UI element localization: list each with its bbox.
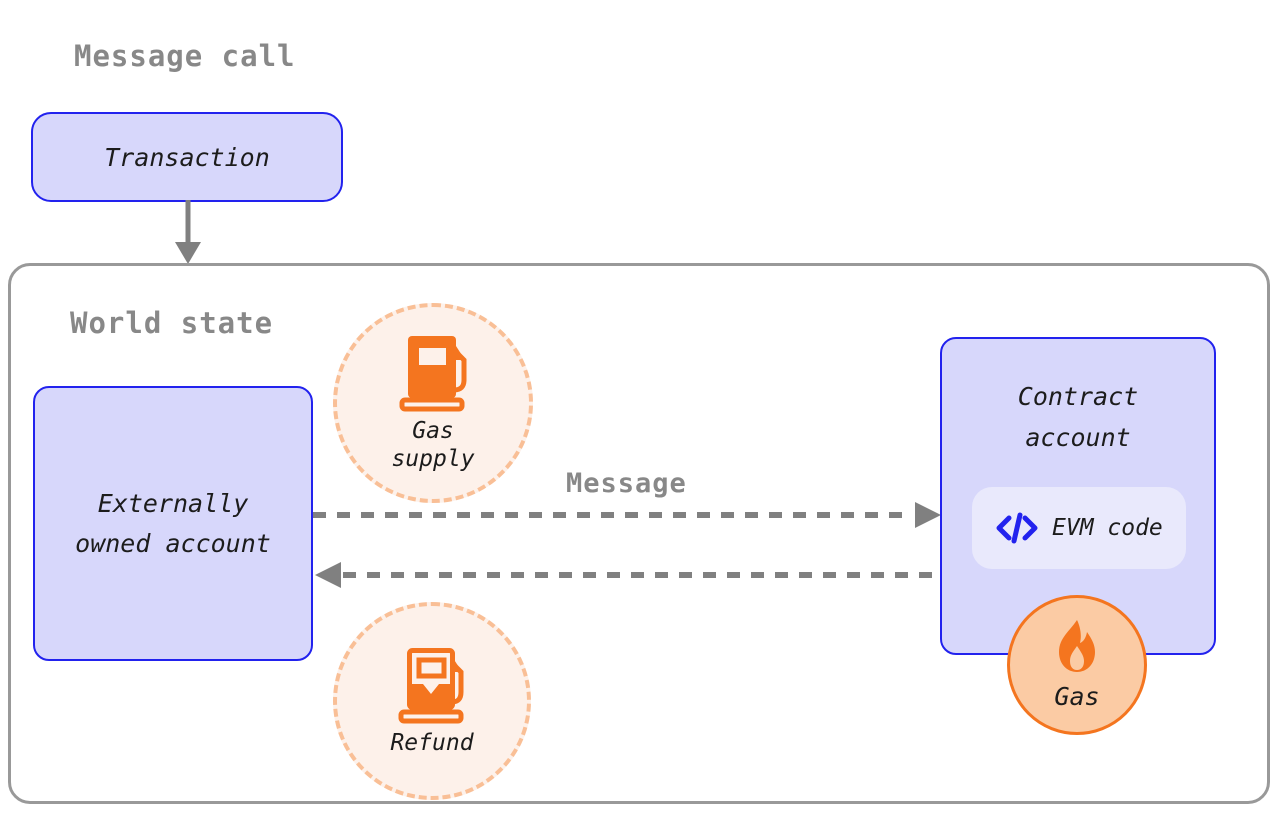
gas-pump-partial-icon	[398, 648, 464, 724]
eoa-label-line1: Externally	[97, 488, 249, 518]
contract-account-node[interactable]: Contract account EVM code	[940, 337, 1216, 655]
message-arrow-label: Message	[566, 468, 687, 499]
page-title: Message call	[74, 39, 296, 73]
code-brackets-icon	[996, 512, 1038, 544]
transaction-node[interactable]: Transaction	[31, 112, 343, 202]
gas-badge-caption-line1: Gas	[1054, 682, 1100, 711]
gas-supply-badge[interactable]: Gas supply	[333, 303, 533, 503]
message-arrow-return	[315, 562, 943, 588]
contract-label-line2: account	[1025, 422, 1131, 452]
gas-badge[interactable]: Gas	[1007, 595, 1147, 735]
contract-label-line1: Contract	[1017, 382, 1139, 411]
eoa-node-label: Externally owned account	[75, 484, 271, 564]
flame-icon	[1059, 620, 1095, 672]
message-arrow-forward	[313, 502, 941, 528]
evm-code-label: EVM code	[1052, 515, 1163, 541]
gas-supply-caption-line2: supply	[391, 446, 475, 472]
world-state-container	[8, 263, 1270, 804]
evm-code-pill[interactable]: EVM code	[972, 487, 1186, 569]
transaction-to-world-state-arrow	[175, 200, 201, 264]
refund-badge[interactable]: Refund	[333, 602, 531, 800]
refund-caption: Refund	[390, 730, 473, 758]
refund-caption-line1: Refund	[390, 730, 474, 757]
gas-supply-caption: Gas supply	[391, 418, 474, 473]
world-state-title: World state	[70, 306, 274, 340]
gas-badge-caption: Gas	[1054, 682, 1099, 712]
contract-node-label: Contract account	[1018, 377, 1138, 458]
gas-supply-caption-line1: Gas	[412, 418, 454, 445]
gas-pump-full-icon	[399, 336, 467, 412]
externally-owned-account-node[interactable]: Externally owned account	[33, 386, 313, 661]
eoa-label-line2: owned account	[75, 528, 271, 558]
transaction-node-label: Transaction	[104, 142, 270, 172]
